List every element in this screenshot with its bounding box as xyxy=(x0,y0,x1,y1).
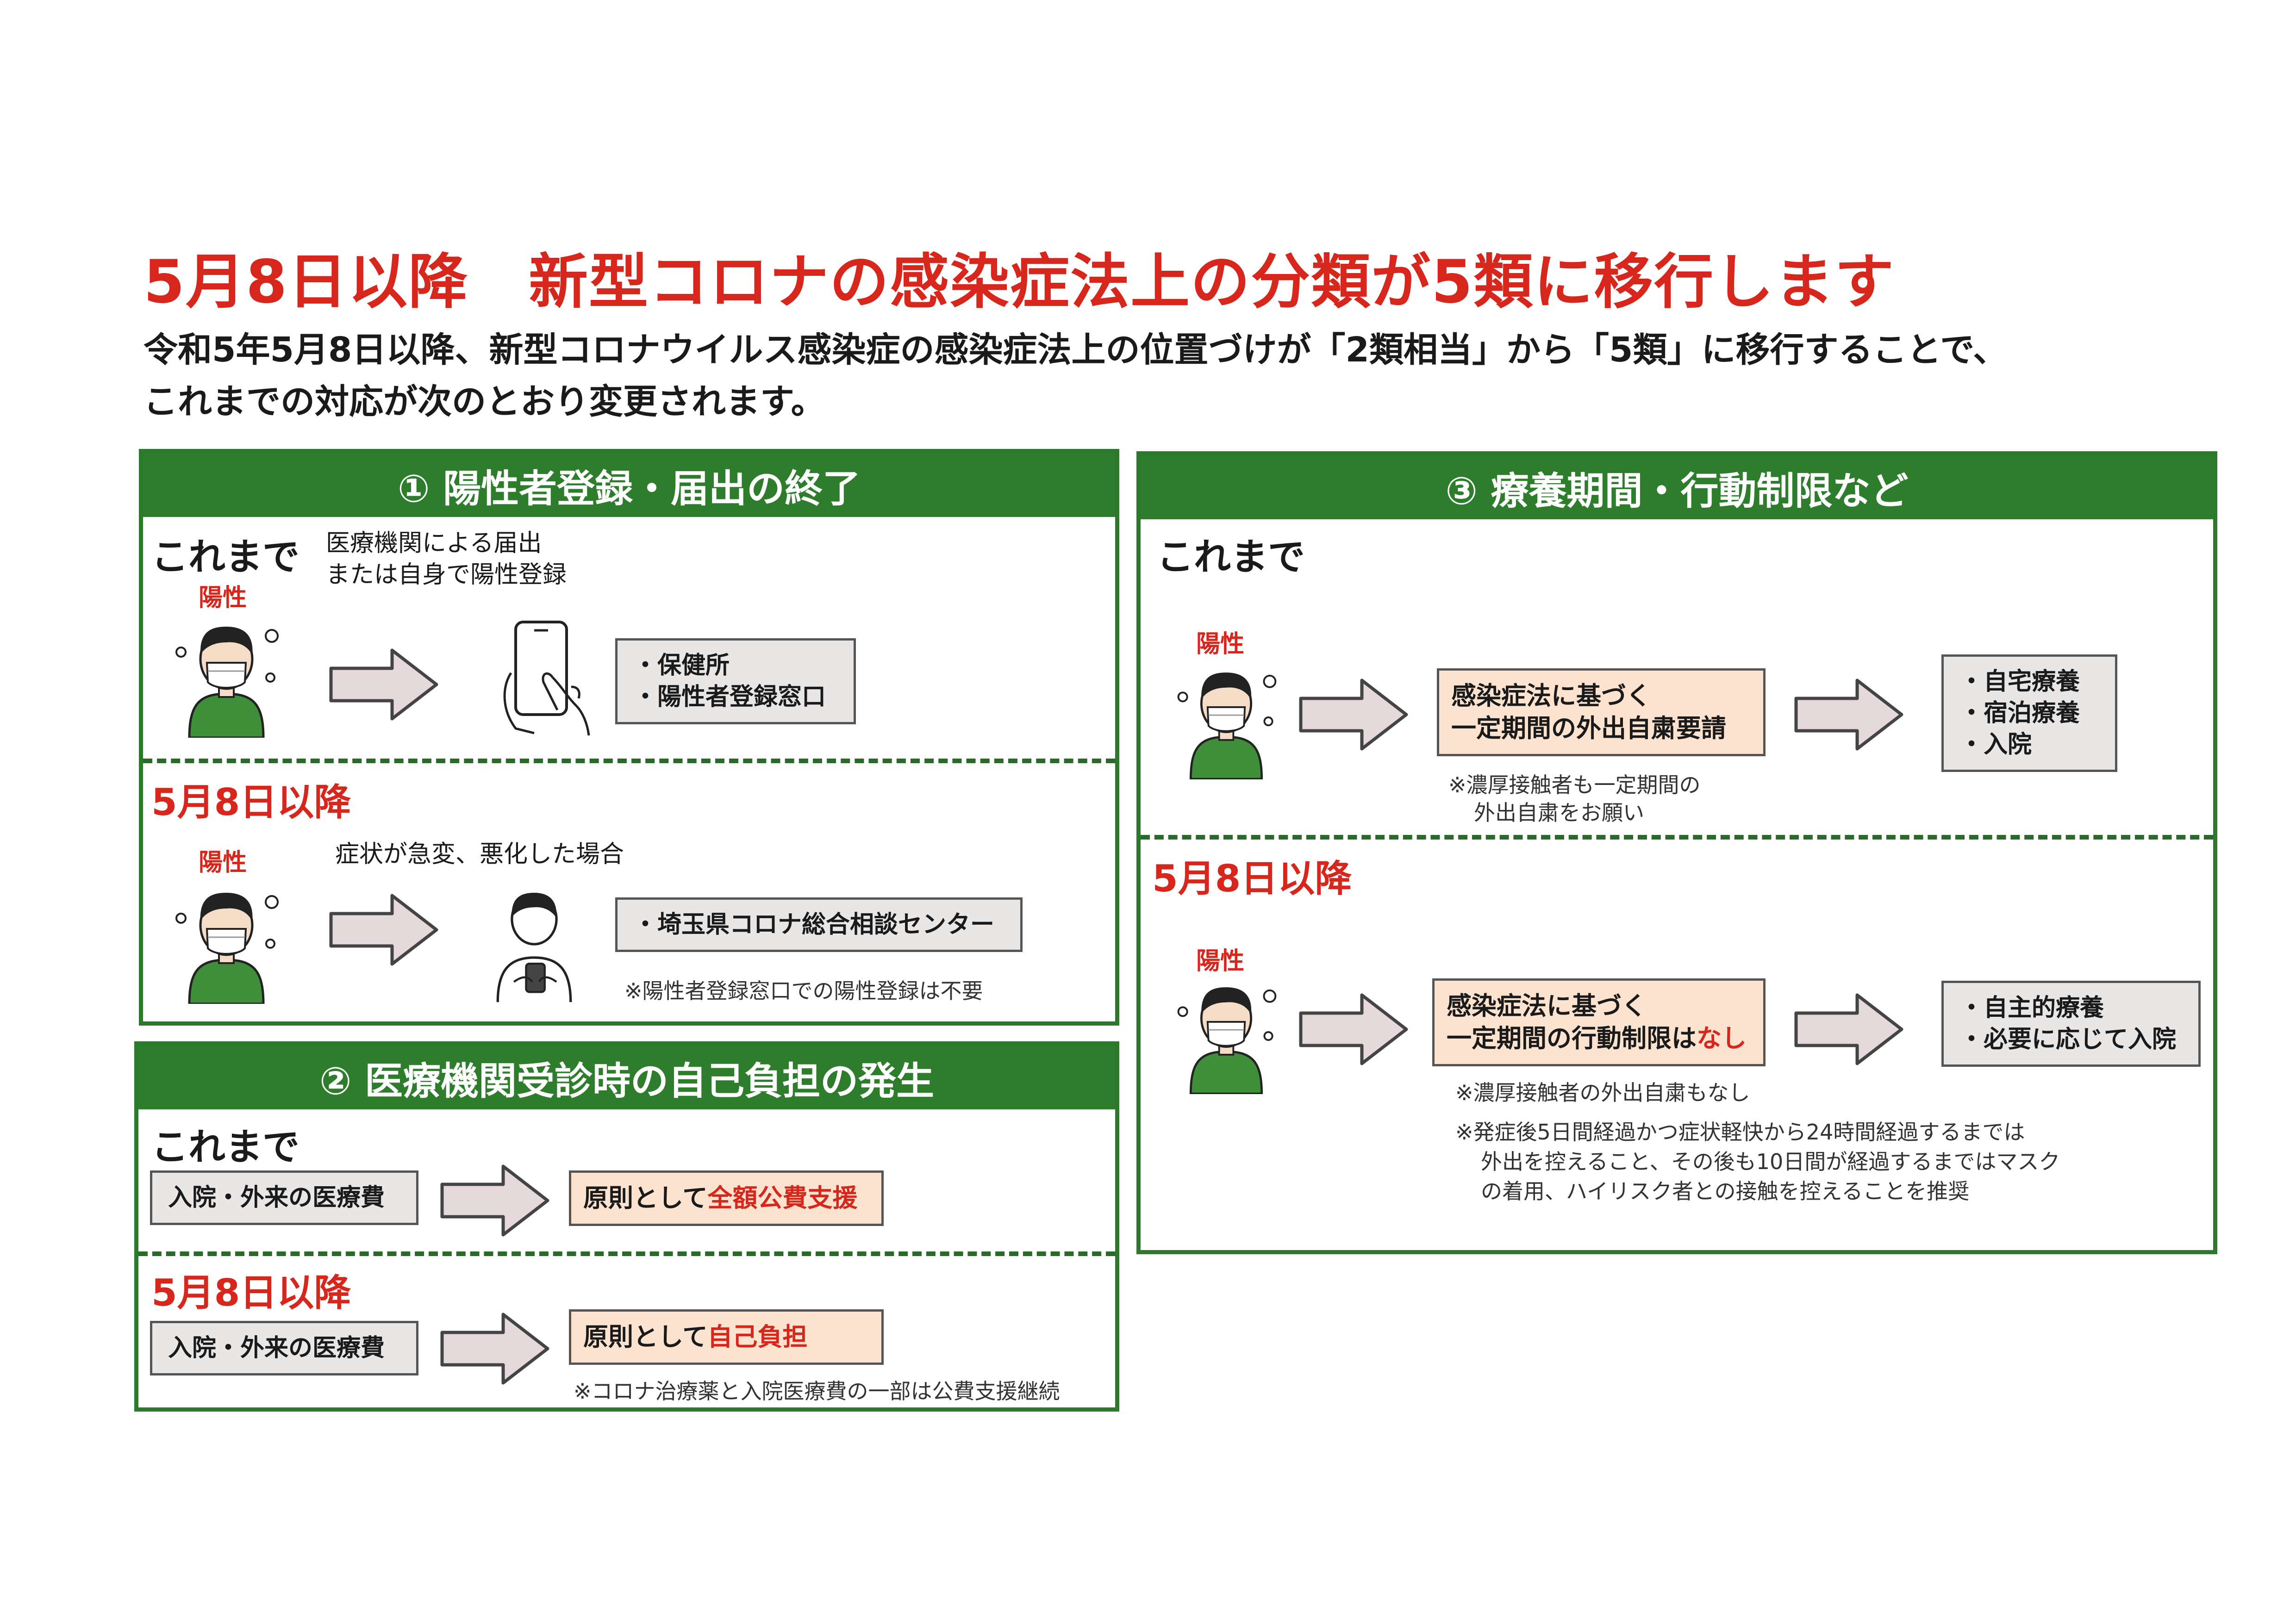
after-label: 5月8日以降 xyxy=(151,781,351,824)
section-2-before-result-box: 原則として全額公費支援 xyxy=(569,1170,884,1226)
result-hotel-care: ・宿泊療養 xyxy=(1959,699,2080,727)
section-3-panel: ③ 療養期間・行動制限など これまで 陽性 感染症法に基づく 一定期間の外出自粛… xyxy=(1136,451,2217,1254)
restriction-line-1: 感染症法に基づく xyxy=(1447,991,1647,1021)
result-hospitalization: ・入院 xyxy=(1959,731,2032,759)
section-1-divider xyxy=(143,759,1115,763)
result-hospitalization-if-needed: ・必要に応じて入院 xyxy=(1959,1026,2177,1053)
section-3-after-note-4: の着用、ハイリスク者との接触を控えることを推奨 xyxy=(1481,1179,1970,1204)
restriction-line-1: 感染症法に基づく xyxy=(1451,681,1651,710)
intro-line-2: これまでの対応が次のとおり変更されます。 xyxy=(144,382,825,422)
before-label: これまで xyxy=(151,535,299,579)
result-highlight: 全額公費支援 xyxy=(707,1183,858,1213)
result-prefix: 原則として xyxy=(583,1183,708,1213)
section-2-header: ② 医療機関受診時の自己負担の発生 xyxy=(138,1045,1115,1109)
section-2-panel: ② 医療機関受診時の自己負担の発生 これまで 入院・外来の医療費 原則として全額… xyxy=(134,1041,1119,1412)
intro-text: 令和5年5月8日以降、新型コロナウイルス感染症の感染症法上の位置づけが「2類相当… xyxy=(144,324,2007,428)
masked-person-icon xyxy=(171,874,282,1004)
section-1-panel: ① 陽性者登録・届出の終了 これまで 医療機関による届出 または自身で陽性登録 … xyxy=(139,449,1119,1026)
section-1-before-desc-1: 医療機関による届出 xyxy=(326,529,542,557)
section-2-before-cost-box: 入院・外来の医療費 xyxy=(150,1170,418,1225)
arrow-right-icon xyxy=(328,893,439,967)
positive-label: 陽性 xyxy=(1196,630,1245,658)
masked-person-icon xyxy=(171,608,282,738)
arrow-right-icon xyxy=(1793,992,1904,1066)
masked-person-icon xyxy=(1173,969,1279,1094)
person-with-phone-icon xyxy=(486,879,583,1004)
section-2-after-note: ※コロナ治療薬と入院医療費の一部は公費支援継続 xyxy=(574,1379,1060,1404)
section-3-after-restriction-box: 感染症法に基づく 一定期間の行動制限はなし xyxy=(1432,978,1766,1066)
positive-label: 陽性 xyxy=(199,584,247,612)
positive-label: 陽性 xyxy=(199,849,247,877)
arrow-right-icon xyxy=(1298,678,1409,752)
intro-line-1: 令和5年5月8日以降、新型コロナウイルス感染症の感染症法上の位置づけが「2類相当… xyxy=(144,330,2008,370)
section-1-before-desc-2: または自身で陽性登録 xyxy=(326,561,567,589)
arrow-right-icon xyxy=(328,647,439,722)
restriction-line-2: 一定期間の外出自粛要請 xyxy=(1451,714,1726,743)
restriction-highlight: なし xyxy=(1697,1024,1747,1053)
section-2-divider xyxy=(138,1251,1115,1256)
arrow-right-icon xyxy=(439,1164,550,1238)
result-prefix: 原則として xyxy=(583,1322,708,1351)
section-3-after-note-2: ※発症後5日間経過かつ症状軽快から24時間経過するまでは xyxy=(1455,1120,2025,1145)
section-1-after-destination: ・埼玉県コロナ総合相談センター xyxy=(615,897,1023,952)
result-voluntary-care: ・自主的療養 xyxy=(1959,994,2104,1022)
result-home-care: ・自宅療養 xyxy=(1959,668,2080,696)
section-3-before-restriction-box: 感染症法に基づく 一定期間の外出自粛要請 xyxy=(1437,668,1766,756)
section-1-after-note: ※陽性者登録窓口での陽性登録は不要 xyxy=(624,978,983,1003)
section-3-header: ③ 療養期間・行動制限など xyxy=(1141,455,2213,519)
section-2-after-result-box: 原則として自己負担 xyxy=(569,1309,884,1365)
section-3-before-result-box: ・自宅療養 ・宿泊療養 ・入院 xyxy=(1941,654,2117,772)
section-1-header: ① 陽性者登録・届出の終了 xyxy=(143,453,1115,517)
section-3-before-note-2: 外出自粛をお願い xyxy=(1474,800,1644,825)
after-label: 5月8日以降 xyxy=(1152,857,1352,900)
before-label: これまで xyxy=(151,1126,299,1169)
section-2-after-cost-box: 入院・外来の医療費 xyxy=(150,1321,418,1375)
section-3-after-result-box: ・自主的療養 ・必要に応じて入院 xyxy=(1941,981,2201,1067)
destination-registration-desk: ・陽性者登録窓口 xyxy=(633,683,826,711)
section-1-after-desc: 症状が急変、悪化した場合 xyxy=(335,840,624,868)
section-3-divider xyxy=(1141,835,2213,840)
before-label: これまで xyxy=(1157,535,1305,579)
restriction-line-2: 一定期間の行動制限はなし xyxy=(1447,1024,1747,1053)
section-3-before-note-1: ※濃厚接触者も一定期間の xyxy=(1448,772,1701,797)
section-3-after-note-3: 外出を控えること、その後も10日間が経過するまではマスク xyxy=(1481,1149,2060,1174)
masked-person-icon xyxy=(1173,654,1279,779)
after-label: 5月8日以降 xyxy=(151,1271,351,1314)
arrow-right-icon xyxy=(1298,992,1409,1066)
section-1-before-destination: ・保健所 ・陽性者登録窓口 xyxy=(615,638,856,724)
destination-health-center: ・保健所 xyxy=(633,652,730,679)
arrow-right-icon xyxy=(439,1312,550,1386)
page-title: 5月8日以降 新型コロナの感染症法上の分類が5類に移行します xyxy=(144,248,1895,317)
positive-label: 陽性 xyxy=(1196,947,1245,975)
result-highlight: 自己負担 xyxy=(707,1322,808,1351)
arrow-right-icon xyxy=(1793,678,1904,752)
smartphone-hand-icon xyxy=(483,617,604,738)
section-3-after-note-1: ※濃厚接触者の外出自粛もなし xyxy=(1455,1080,1750,1105)
